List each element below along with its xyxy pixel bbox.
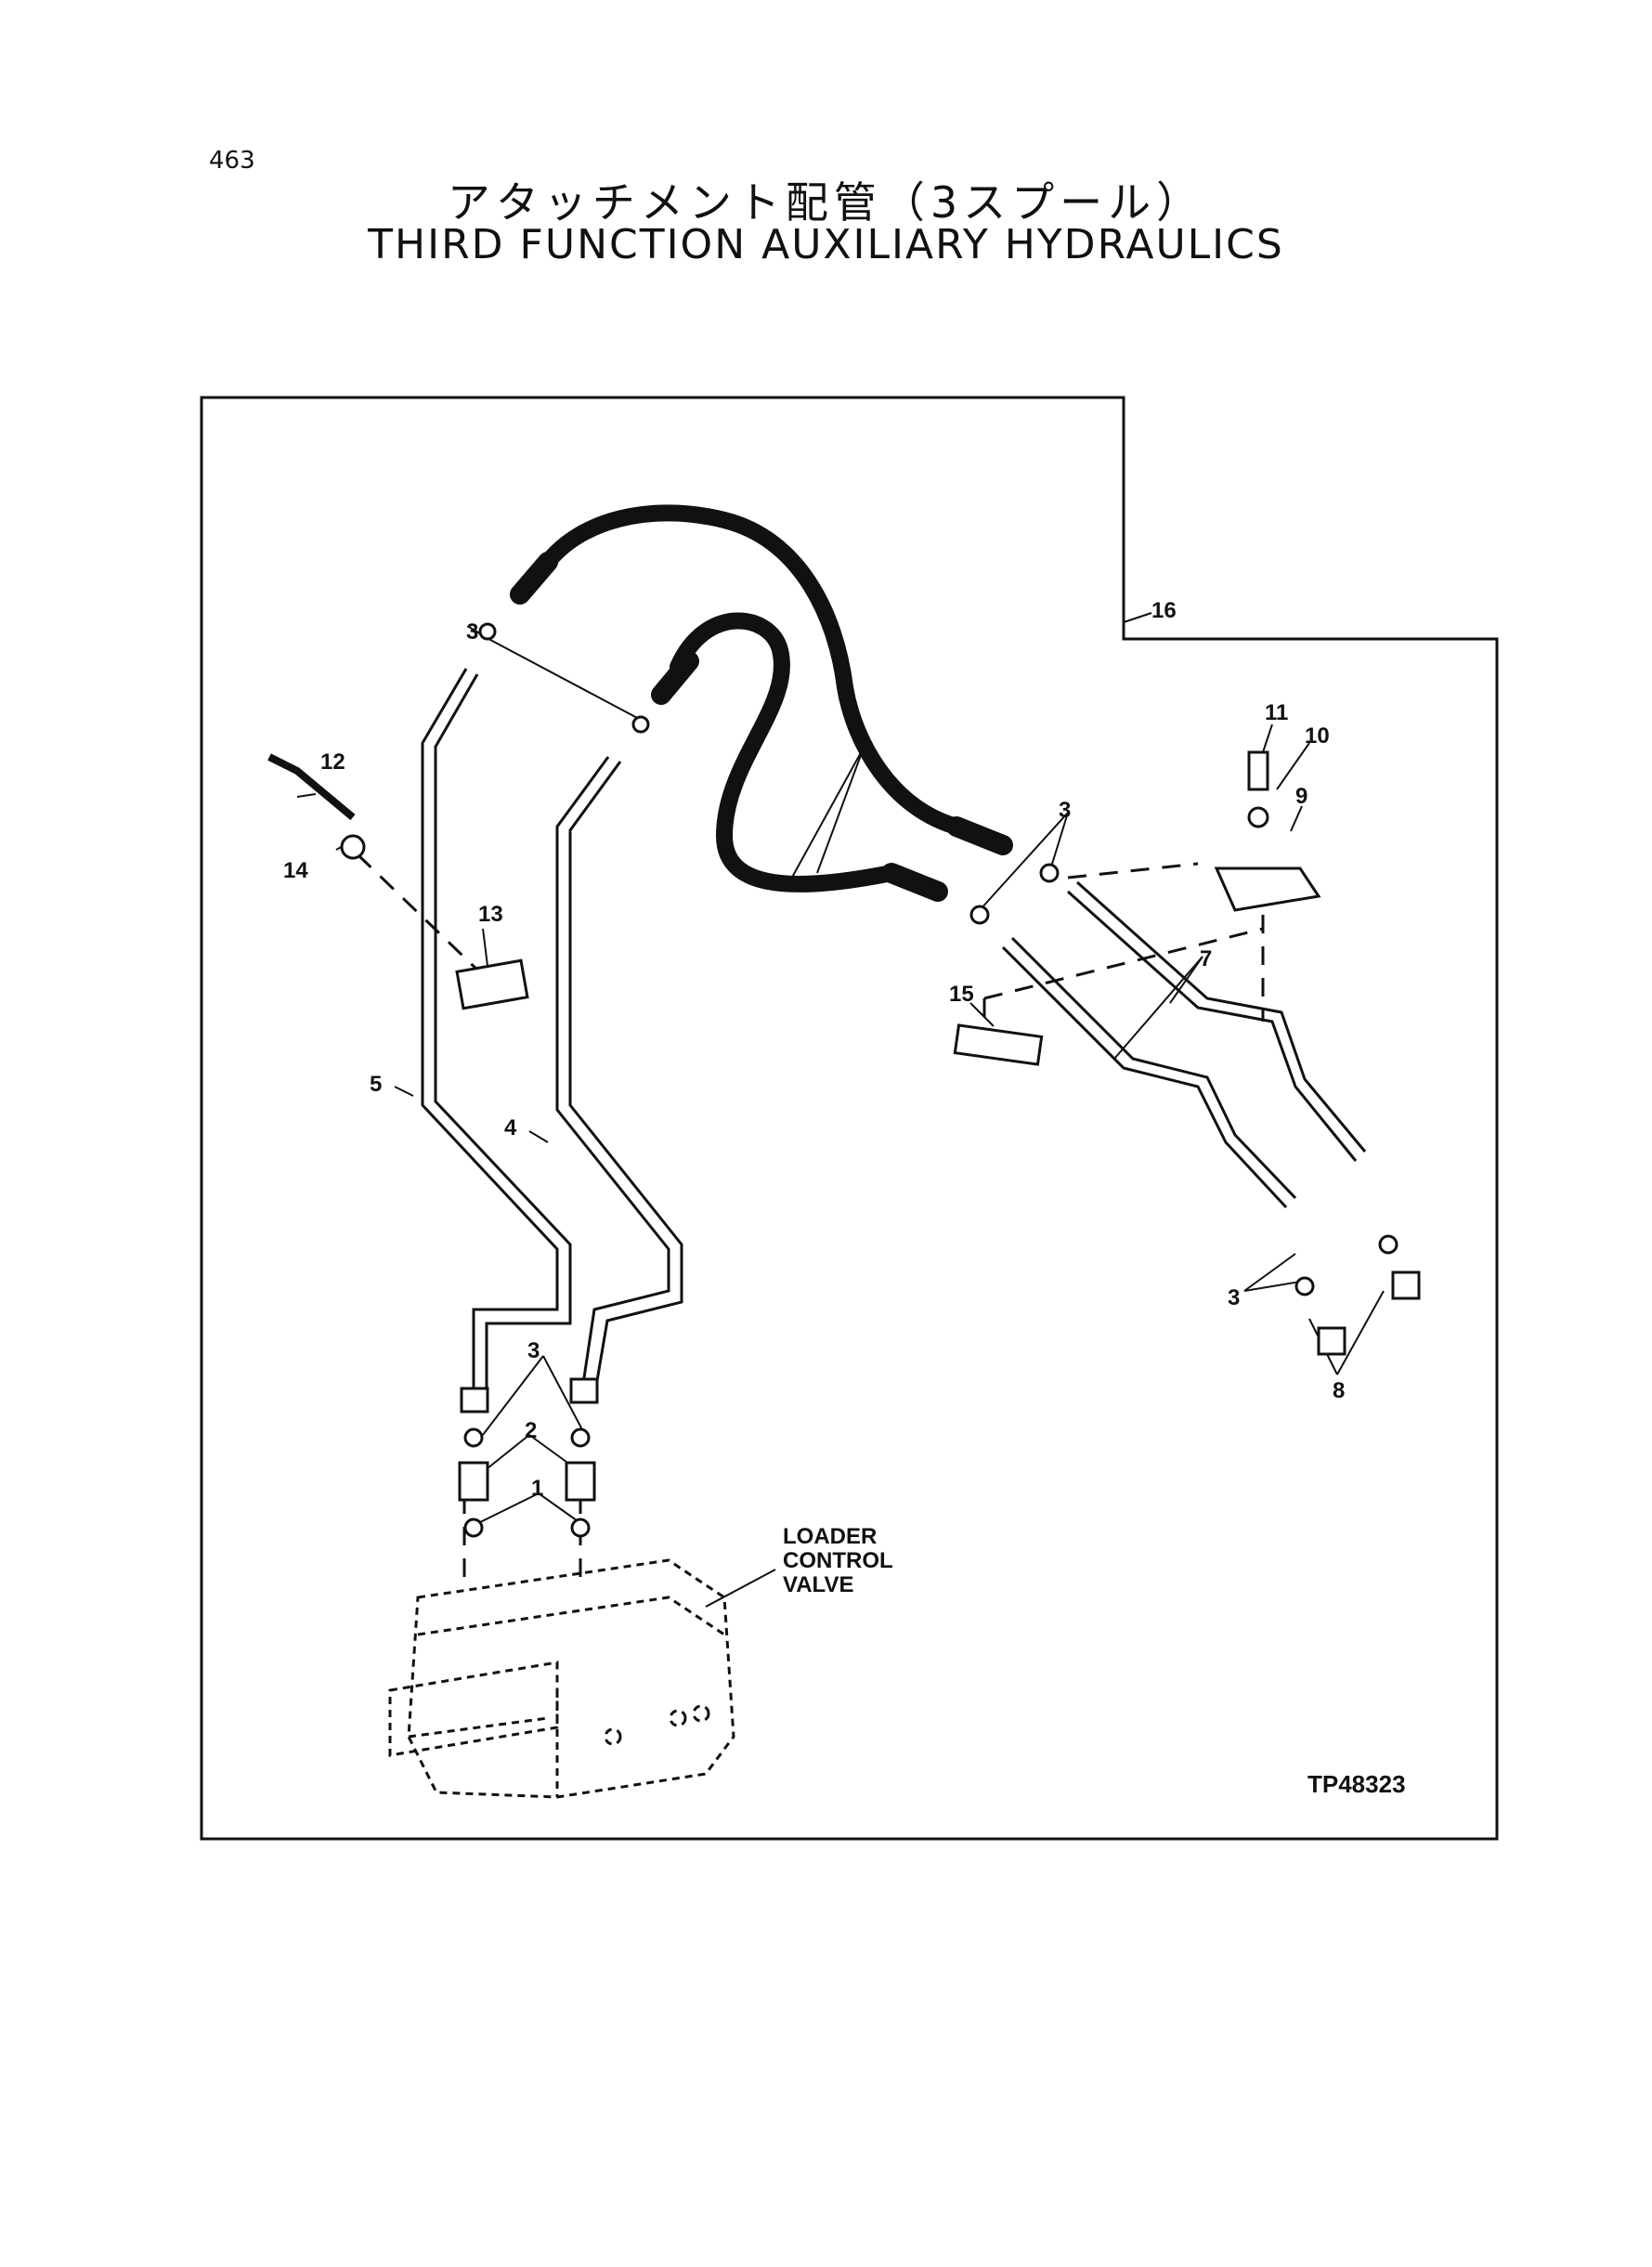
bolt-12	[267, 753, 356, 821]
valve-label-line1: LOADER	[783, 1524, 877, 1549]
title-japanese: アタッチメント配管（3スプール）	[447, 177, 1205, 228]
hose-assembly-6	[510, 504, 1013, 902]
figure-code: TP48323	[1307, 1770, 1406, 1798]
callout-9: 9	[1295, 784, 1307, 809]
callout-7: 7	[1200, 946, 1212, 971]
callout-15: 15	[949, 982, 974, 1007]
callout-16: 16	[1151, 598, 1177, 623]
callout-12: 12	[320, 749, 345, 775]
callout-13: 13	[478, 902, 503, 927]
leader-lines	[296, 612, 1385, 1608]
clamp-9	[1214, 866, 1321, 912]
callout-2: 2	[525, 1418, 537, 1443]
callout-10: 10	[1305, 723, 1330, 749]
page-number: 463	[209, 147, 255, 175]
callout-6: 6	[852, 723, 865, 749]
callout-3d: 3	[527, 1338, 540, 1363]
callout-5: 5	[370, 1072, 382, 1097]
callout-3c: 3	[1228, 1285, 1240, 1310]
diagram-frame	[200, 396, 1499, 1841]
callout-8: 8	[1333, 1378, 1345, 1403]
pipe-5	[421, 668, 572, 1402]
pipe-7	[1001, 880, 1367, 1209]
hardware-parts	[267, 622, 1421, 1538]
callout-4: 4	[504, 1115, 517, 1140]
valve-label-line3: VALVE	[783, 1572, 853, 1597]
callout-3b: 3	[1059, 798, 1071, 823]
callout-14: 14	[283, 858, 308, 883]
callout-1: 1	[531, 1476, 543, 1501]
valve-label-line2: CONTROL	[783, 1548, 893, 1573]
pipe-4	[555, 756, 683, 1403]
dashed-guides	[356, 853, 1265, 1579]
title-english: THIRD FUNCTION AUXILIARY HYDRAULICS	[368, 221, 1284, 268]
callout-3a: 3	[466, 619, 478, 645]
loader-control-valve	[388, 1558, 735, 1799]
callout-11: 11	[1265, 700, 1288, 725]
